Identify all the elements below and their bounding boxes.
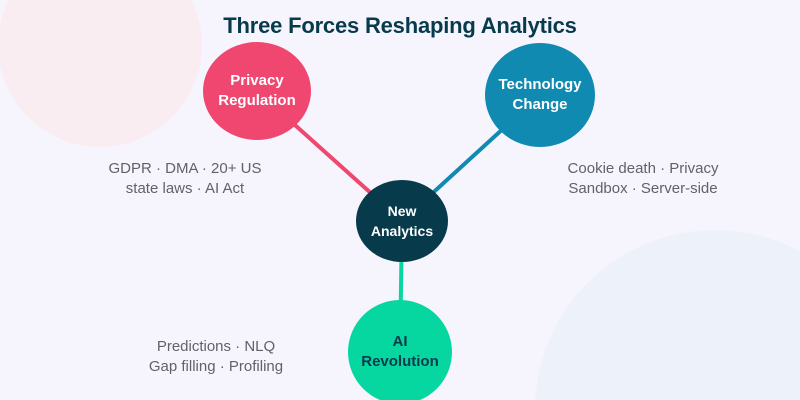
- note-line: Sandbox · Server-side: [568, 180, 718, 197]
- note-line: Predictions · NLQ: [156, 338, 276, 355]
- node-circle-privacy-regulation: [203, 42, 311, 140]
- note-line: state laws · AI Act: [125, 180, 245, 197]
- note-technology-change: Cookie death · Privacy Sandbox · Server-…: [538, 159, 748, 199]
- note-privacy-regulation: GDPR · DMA · 20+ US state laws · AI Act: [75, 159, 295, 199]
- note-line: GDPR · DMA · 20+ US: [108, 160, 262, 177]
- page-title: Three Forces Reshaping Analytics: [223, 13, 577, 38]
- node-circle-new-analytics: [356, 180, 448, 262]
- node-circle-technology-change: [485, 43, 595, 147]
- note-ai-revolution: Predictions · NLQ Gap filling · Profilin…: [106, 337, 326, 377]
- note-line: Cookie death · Privacy: [567, 160, 719, 177]
- node-circle-ai-revolution: [348, 300, 452, 400]
- note-line: Gap filling · Profiling: [148, 358, 284, 375]
